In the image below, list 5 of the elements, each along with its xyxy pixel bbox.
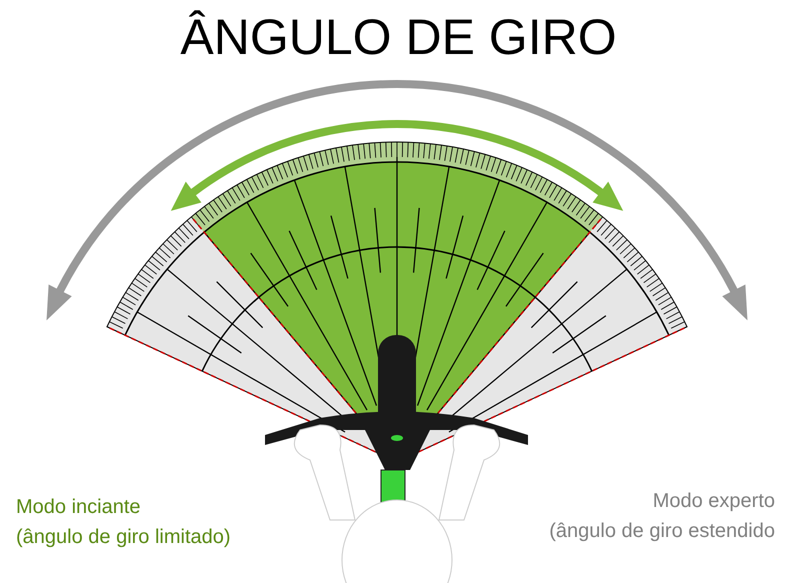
mode-label: Modo inciante xyxy=(16,496,141,519)
mode-label: Modo experto xyxy=(652,490,775,513)
mode-description: (ângulo de giro estendido xyxy=(549,520,775,543)
mode-description: (ângulo de giro limitado) xyxy=(16,526,231,549)
title: ÂNGULO DE GIRO xyxy=(179,8,618,66)
